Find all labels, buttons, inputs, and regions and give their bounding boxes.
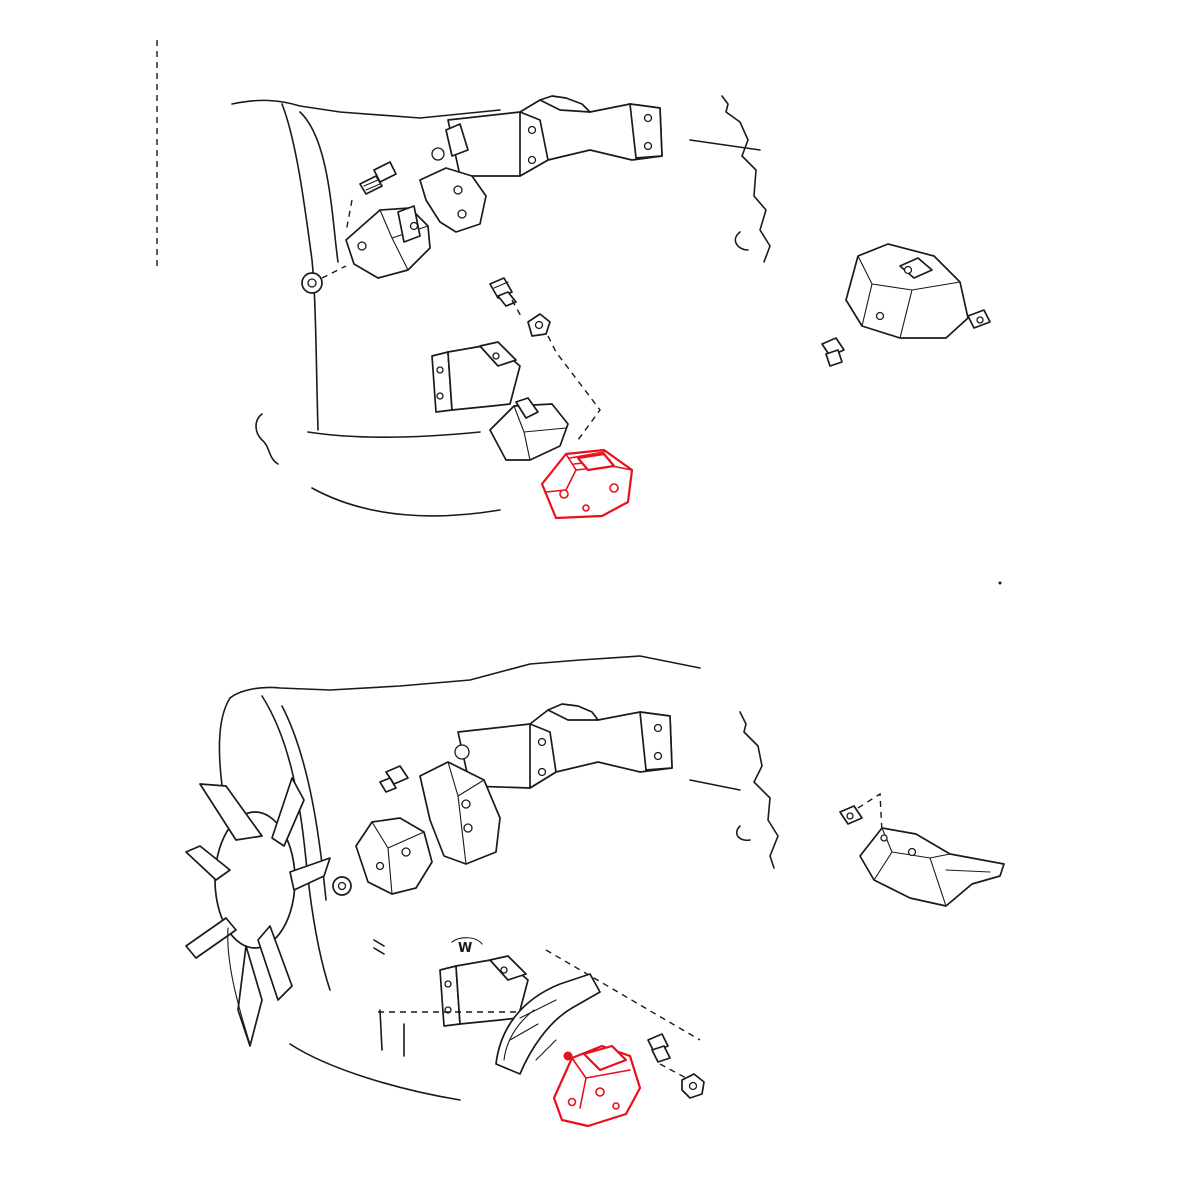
bolt-upper-right-a <box>821 337 845 367</box>
dash-line-3 <box>511 299 601 441</box>
insulator-upper-right <box>845 243 969 339</box>
crossmember-upper <box>431 95 663 177</box>
highlighted-insulator-lower <box>552 1044 642 1128</box>
bolt-lower-left <box>379 765 409 793</box>
dash-line-2 <box>321 265 347 279</box>
dash-line-5 <box>545 949 701 1041</box>
bolt-lower-right <box>839 805 863 825</box>
dash-line-6 <box>659 1063 687 1079</box>
insulator-upper-left <box>345 205 431 279</box>
engine-block-outline-upper <box>231 95 771 517</box>
insulator-lower-small <box>355 817 433 895</box>
upper-view <box>156 40 991 520</box>
bolt-upper-right-b <box>967 309 991 329</box>
engine-block-outline-lower <box>218 655 779 1101</box>
callout-mark-text: W <box>458 941 472 956</box>
bolt-lower-center <box>647 1033 671 1063</box>
insulator-lower-right <box>859 827 1005 907</box>
stray-dot <box>998 581 1002 585</box>
dash-line-7 <box>857 792 883 833</box>
insulator-upper-center <box>489 397 569 461</box>
callout-mark: W <box>451 937 483 956</box>
nut-lower-center <box>681 1073 705 1099</box>
bolt-upper-center <box>489 277 517 307</box>
lower-view: W <box>185 655 1005 1128</box>
cooling-fan <box>185 777 331 1047</box>
frame-bracket-upper <box>431 341 521 413</box>
crossmember-lower <box>454 703 673 789</box>
dash-line-1 <box>345 199 353 233</box>
nut-lower-left <box>332 876 352 896</box>
insulator-lower-large <box>419 761 501 865</box>
nut-upper-left <box>301 272 323 294</box>
nut-upper-center <box>527 313 551 337</box>
engine-bracket-upper-left <box>419 167 487 233</box>
insulator-lower-curved <box>495 973 601 1075</box>
frame-bracket-lower <box>439 955 529 1027</box>
highlighted-insulator-upper <box>540 448 634 520</box>
bolt-upper-left <box>359 161 397 195</box>
